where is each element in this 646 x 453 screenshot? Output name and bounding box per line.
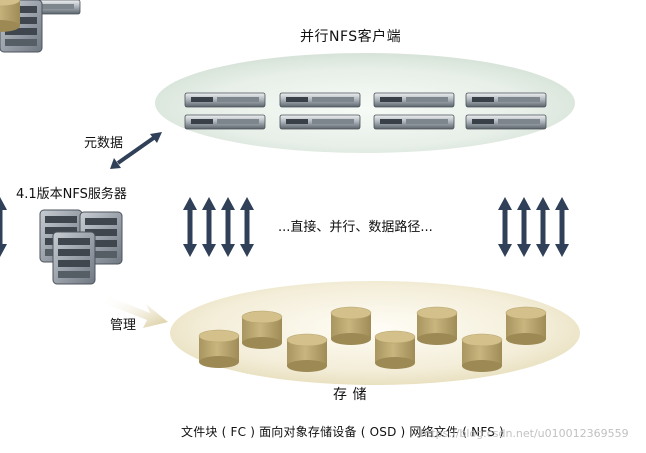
management-arrow (104, 296, 168, 328)
parallel-arrows-left (0, 197, 7, 257)
disk-cylinder-icon (0, 0, 547, 373)
metadata-label: 元数据 (84, 136, 124, 151)
storage-label: 存 储 (333, 387, 367, 403)
metadata-arrow (110, 132, 162, 169)
server-label: 4.1版本NFS服务器 (16, 187, 127, 202)
client-title: 并行NFS客户端 (300, 29, 402, 45)
bottom-caption: 文件块 ( FC ) 面向对象存储设备 ( OSD ) 网络文件 ( NFS ) (181, 425, 504, 439)
parallel-paths-label: ...直接、并行、数据路径... (278, 220, 433, 235)
watermark: https://blog.csdn.net/u010012369559 (420, 427, 629, 440)
management-label: 管理 (110, 318, 137, 333)
